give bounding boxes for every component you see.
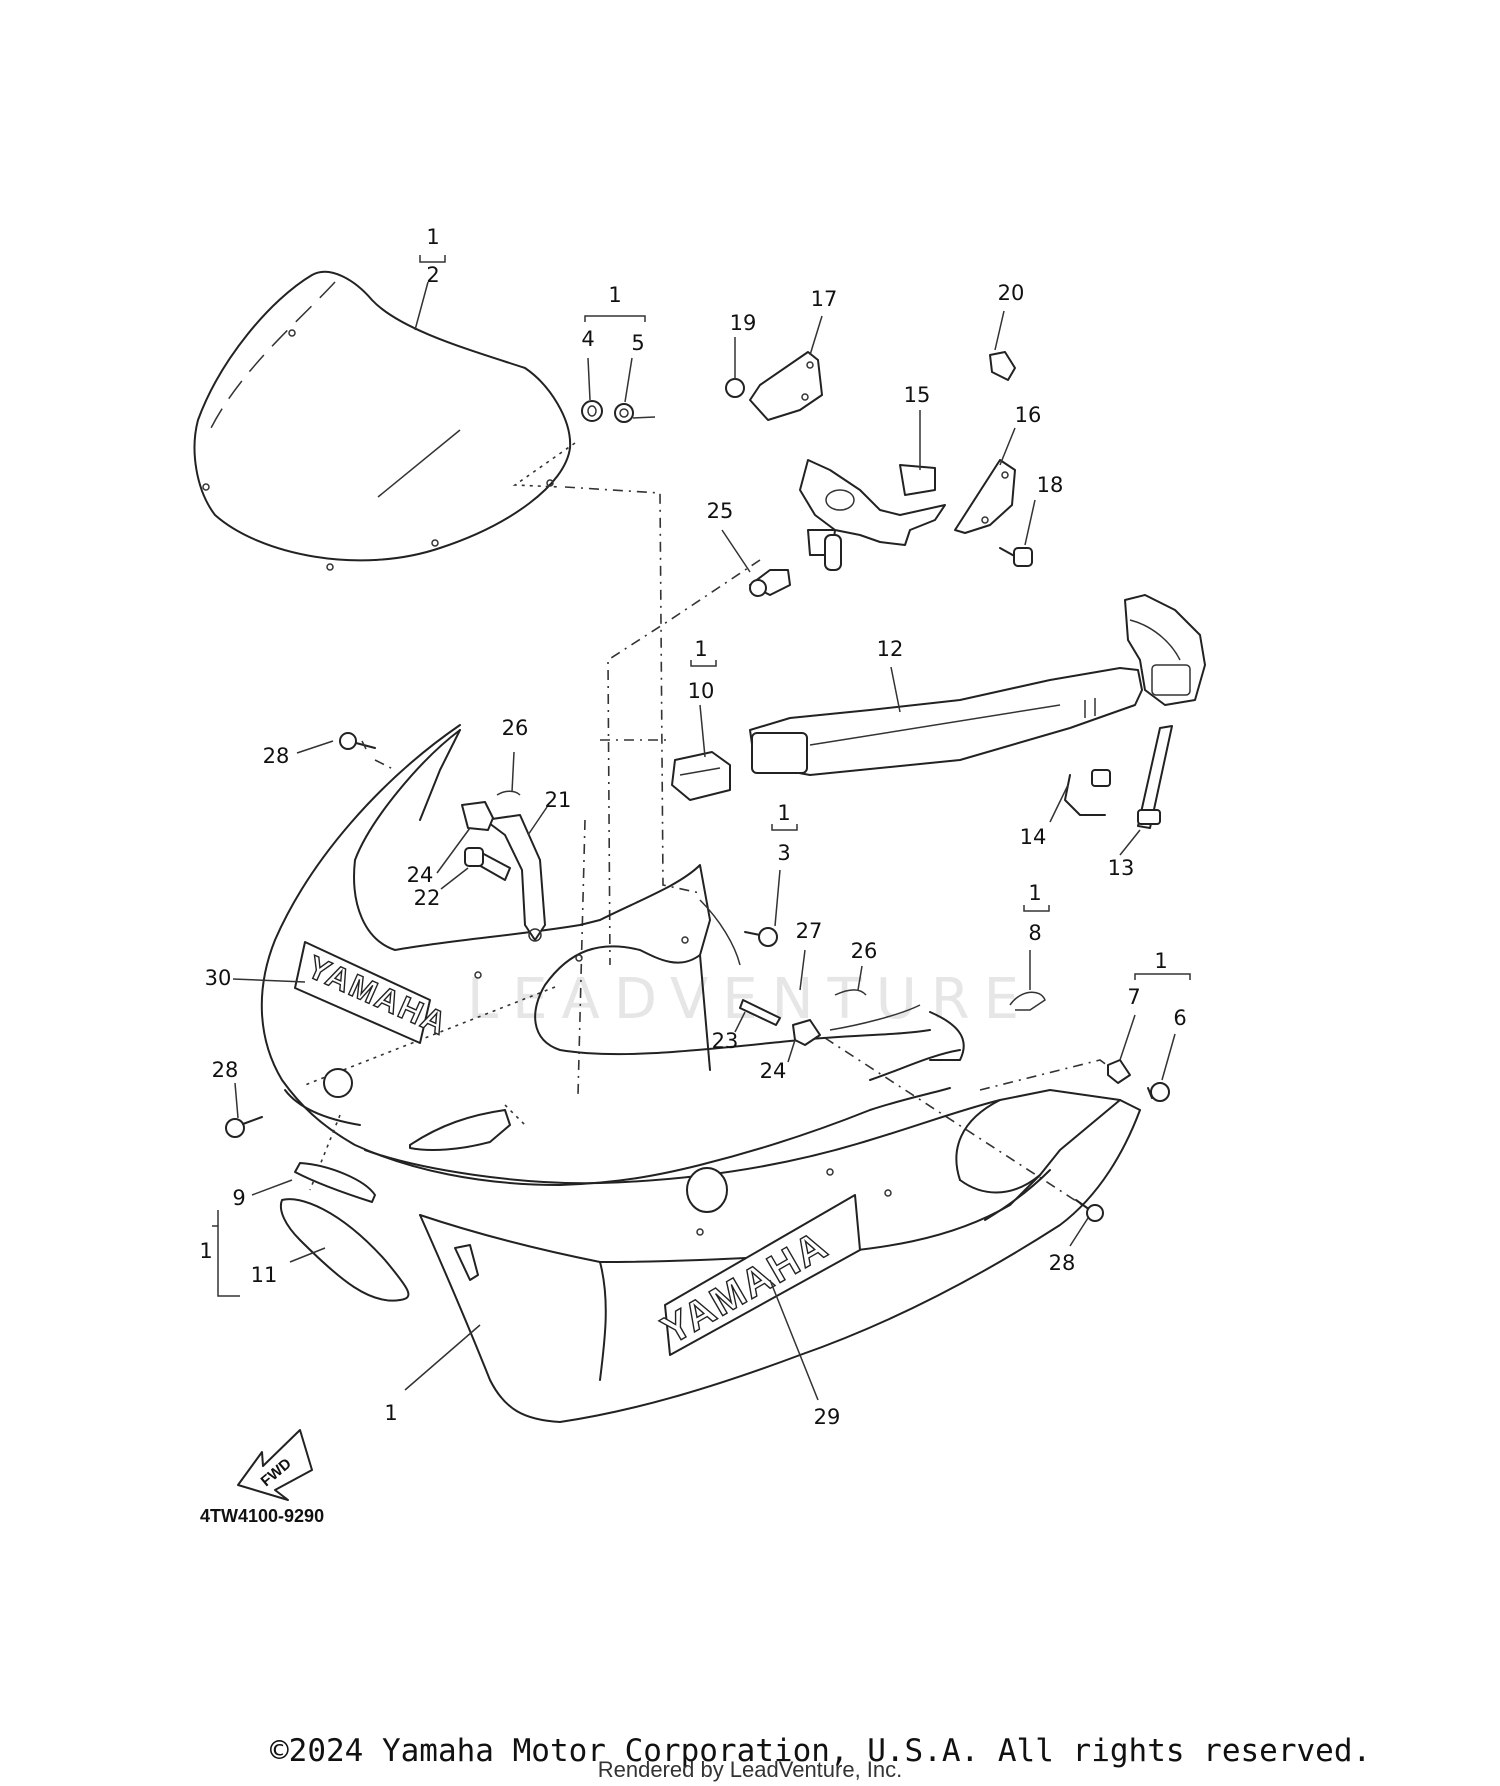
lower-cowl-part [419,1099,1141,1423]
callout-2: 2 [426,263,439,287]
windscreen-part [193,270,572,571]
callout-19: 19 [730,311,757,335]
callout-20: 20 [998,281,1025,305]
callout-26-upper: 26 [502,716,529,740]
callout-numbers: 1 2 1 4 5 19 17 20 15 16 18 25 12 1 10 2… [199,225,1186,1429]
pin-26-upper [496,790,521,796]
leader-lines [232,281,1176,1401]
lower-yamaha-logo-text: YAMAHA [655,1223,836,1353]
callout-13: 13 [1108,856,1135,880]
callout-15: 15 [904,383,931,407]
air-duct-part [749,667,1143,776]
callout-11: 11 [251,1263,278,1287]
bolt-25 [749,569,791,597]
callout-12: 12 [877,637,904,661]
kit-brackets [212,255,1191,1297]
callout-10: 10 [688,679,715,703]
collar-24-lower [792,1019,821,1046]
screw-6 [1147,1082,1170,1102]
copyright-text: ©2024 Yamaha Motor Corporation, U.S.A. A… [270,1733,1372,1769]
callout-14: 14 [1020,825,1047,849]
callout-28-right: 28 [1049,1251,1076,1275]
callout-24-upper: 24 [407,863,434,887]
pin-26-lower [834,989,867,996]
callout-6: 6 [1173,1006,1186,1030]
assembly-lines [304,442,1121,1211]
callout-1-fairing: 1 [384,1401,397,1425]
callout-8: 8 [1028,921,1041,945]
duct-seal-10 [671,751,731,801]
callout-28-left: 28 [212,1058,239,1082]
callout-9: 9 [232,1186,245,1210]
diagram-code: 4TW4100-9290 [200,1506,324,1526]
clip-8 [1009,991,1046,1011]
callout-27: 27 [796,919,823,943]
grommet-7 [1107,1059,1131,1084]
callout-7: 7 [1127,985,1140,1009]
callout-3: 3 [777,841,790,865]
callout-1-top: 1 [426,225,439,249]
bracket-21 [484,814,546,942]
screw-3 [744,927,778,947]
callout-1-3: 1 [777,801,790,825]
callout-30: 30 [205,966,232,990]
callout-5: 5 [631,331,644,355]
clamp-14 [1064,769,1111,816]
stay-plate-17 [749,351,823,421]
nut-19 [725,378,745,398]
panel-11 [280,1198,410,1302]
bolt-28-top [339,732,376,750]
upper-fairing-part [260,724,1121,1263]
duct-elbow-part [1124,594,1206,706]
inner-panel-part [353,729,601,951]
pin-23 [739,999,781,1026]
bolt-22 [464,847,511,881]
callout-25: 25 [707,499,734,523]
bolt-28-right [1075,1199,1104,1222]
nut-washer-parts [581,400,656,423]
callout-4: 4 [581,327,594,351]
callout-18: 18 [1037,473,1064,497]
callout-16: 16 [1015,403,1042,427]
callout-22: 22 [414,886,441,910]
bolt-28-left [225,1116,263,1138]
callout-24-lower: 24 [760,1059,787,1083]
callout-28-top: 28 [263,744,290,768]
band-13 [1137,725,1173,829]
callout-17: 17 [811,287,838,311]
upper-decal-part: YAMAHA [294,941,454,1044]
callout-26-lower: 26 [851,939,878,963]
callout-1-10: 1 [694,637,707,661]
callout-29: 29 [814,1405,841,1429]
callout-21: 21 [545,788,572,812]
stay-bracket-part [799,459,946,571]
callout-1-45: 1 [608,283,621,307]
bolt-18 [999,547,1033,567]
callout-23: 23 [712,1029,739,1053]
fwd-arrow-icon: FWD [237,1429,313,1501]
panel-9 [294,1162,376,1203]
stay-plate-16 [954,459,1016,534]
callout-1-67: 1 [1154,949,1167,973]
callout-1-9-11: 1 [199,1239,212,1263]
collar-24-upper [461,801,494,831]
callout-1-8: 1 [1028,881,1041,905]
rendered-by-text: Rendered by LeadVenture, Inc. [597,1757,903,1782]
clip-20 [989,351,1016,381]
lower-decal-part: YAMAHA [654,1194,861,1356]
